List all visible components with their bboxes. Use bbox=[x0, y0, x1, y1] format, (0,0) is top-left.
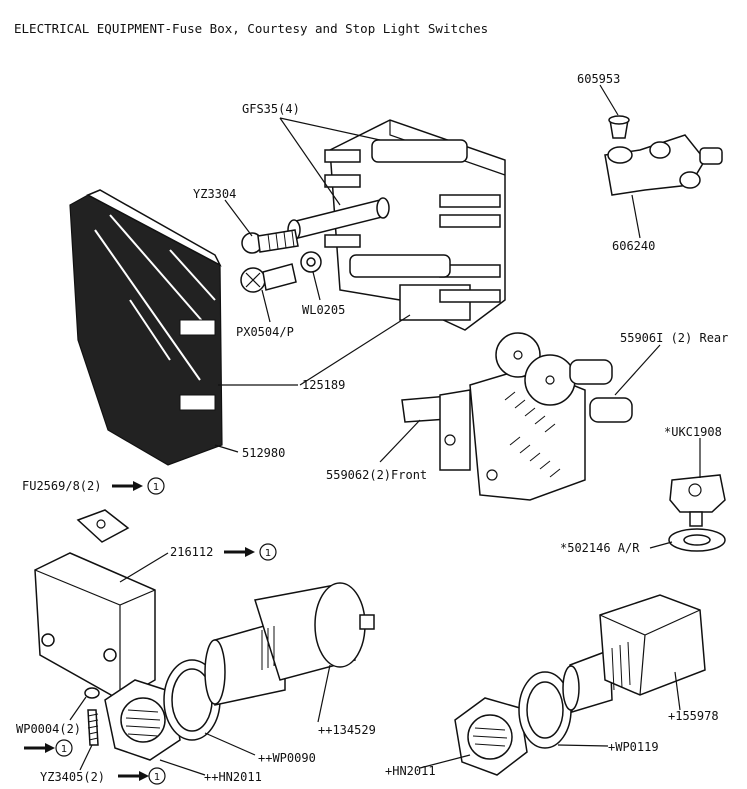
nut-hn2011-right bbox=[454, 697, 528, 776]
label-605953: 605953 bbox=[577, 72, 620, 86]
nut-hn2011-left bbox=[104, 679, 181, 761]
label-hn2011-right: +HN2011 bbox=[385, 764, 436, 778]
fuse-box bbox=[324, 119, 506, 331]
ref-number: 1 bbox=[61, 744, 67, 755]
door-switch-assembly bbox=[401, 332, 633, 501]
leader-lines bbox=[69, 84, 701, 776]
clip-fu2569 bbox=[76, 509, 130, 543]
screw-yz3304 bbox=[241, 229, 299, 254]
label-559061: 55906I (2) Rear bbox=[620, 331, 728, 345]
washer-wp0004 bbox=[84, 687, 100, 699]
label-216112: 216112 bbox=[170, 545, 213, 559]
ref-arrow-216112: 1 bbox=[224, 543, 277, 561]
label-wp0004: WP0004(2) bbox=[16, 722, 81, 736]
ref-arrow-fu2569: 1 bbox=[112, 477, 165, 495]
label-px0504: PX0504/P bbox=[236, 325, 294, 339]
ref-arrow-wp0004: 1 bbox=[24, 739, 73, 757]
connector-606240 bbox=[604, 134, 723, 196]
label-gfs35: GFS35(4) bbox=[242, 102, 300, 116]
screw-px0504 bbox=[240, 263, 297, 293]
switch-155978 bbox=[562, 594, 706, 713]
label-wl0205: WL0205 bbox=[302, 303, 345, 317]
ref-number: 1 bbox=[153, 482, 159, 493]
screw-yz3405 bbox=[87, 709, 99, 746]
label-155978: +155978 bbox=[668, 709, 719, 723]
label-134529: ++134529 bbox=[318, 723, 376, 737]
label-125189: 125189 bbox=[302, 378, 345, 392]
fuse-box-cover bbox=[69, 189, 223, 466]
label-yz3405: YZ3405(2) bbox=[40, 770, 105, 784]
ref-arrow-yz3405: 1 bbox=[118, 767, 166, 785]
switch-ukc1908 bbox=[669, 474, 726, 527]
label-yz3304: YZ3304 bbox=[193, 187, 236, 201]
label-559062: 559062(2)Front bbox=[326, 468, 427, 482]
diagram-title: ELECTRICAL EQUIPMENT-Fuse Box, Courtesy … bbox=[14, 21, 488, 36]
label-512980: 512980 bbox=[242, 446, 285, 460]
label-hn2011-left: ++HN2011 bbox=[204, 770, 262, 784]
label-606240: 606240 bbox=[612, 239, 655, 253]
label-wp0090: ++WP0090 bbox=[258, 751, 316, 765]
label-ukc1908: *UKC1908 bbox=[664, 425, 722, 439]
label-fu2569: FU2569/8(2) bbox=[22, 479, 101, 493]
washer-wl0205 bbox=[300, 251, 322, 273]
grommet-605953 bbox=[608, 115, 630, 139]
ref-number: 1 bbox=[154, 772, 160, 783]
ref-number: 1 bbox=[265, 548, 271, 559]
washer-wp0119 bbox=[518, 671, 572, 749]
switch-bracket-216112 bbox=[34, 552, 156, 701]
gasket-502146 bbox=[668, 528, 726, 552]
label-502146: *502146 A/R bbox=[560, 541, 640, 555]
label-wp0119: +WP0119 bbox=[608, 740, 659, 754]
switch-134529 bbox=[204, 582, 375, 706]
